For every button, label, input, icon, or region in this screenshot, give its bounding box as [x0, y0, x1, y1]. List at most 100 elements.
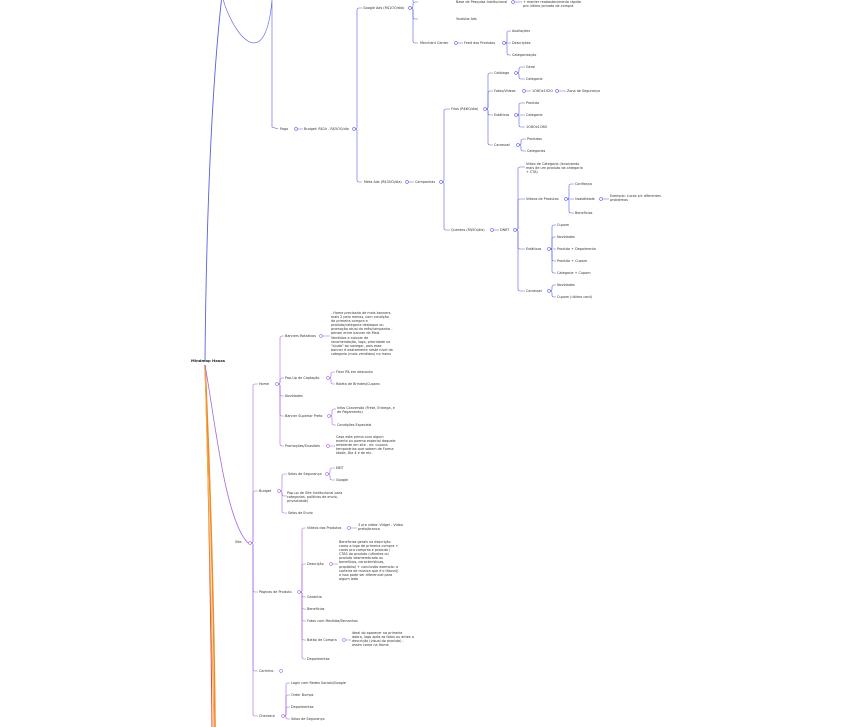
node-google-ads[interactable]: Google Ads (R$1OO/dia) [363, 6, 405, 10]
collapse-toggle-icon[interactable] [326, 444, 330, 448]
collapse-toggle-icon[interactable] [547, 289, 551, 293]
node-estaticos-categoria[interactable]: Categoria [526, 113, 543, 117]
node-promocoes-note[interactable]: Caso esta prima com algum evento ou poem… [336, 435, 396, 456]
node-selos-seguranca[interactable]: Selos de Segurança [288, 472, 322, 476]
collapse-toggle-icon[interactable] [555, 89, 559, 93]
node-quentes[interactable]: Quentes (R$5O/dia) [451, 228, 485, 232]
node-carrinho[interactable]: Carrinho [259, 669, 274, 673]
collapse-toggle-icon[interactable] [329, 562, 333, 566]
collapse-toggle-icon[interactable] [599, 197, 603, 201]
collapse-toggle-icon[interactable] [326, 376, 330, 380]
collapse-toggle-icon[interactable] [352, 127, 356, 131]
node-est2-novidades[interactable]: Novidades [557, 235, 575, 239]
collapse-toggle-icon[interactable] [279, 669, 283, 673]
node-frios[interactable]: Frios (R$6O/dia) [451, 107, 479, 111]
collapse-toggle-icon[interactable] [281, 714, 285, 718]
node-site[interactable]: Site [235, 540, 242, 544]
collapse-toggle-icon[interactable] [319, 334, 323, 338]
node-est2-produto-cupom[interactable]: Produto + Cupom [557, 259, 588, 263]
node-fotos-zona[interactable]: Zona de Segurança [567, 89, 601, 93]
node-car2-cupom[interactable]: Cupom (ultimo card) [557, 295, 593, 299]
node-estaticos[interactable]: Estáticos [494, 113, 510, 117]
collapse-toggle-icon[interactable] [514, 113, 518, 117]
collapse-toggle-icon[interactable] [483, 107, 487, 111]
node-beneficios[interactable]: Benefícios [307, 607, 325, 611]
node-feed-avaliacoes[interactable]: Avaliações [512, 29, 530, 33]
node-selos-envio[interactable]: Selos de Envio [288, 511, 313, 515]
node-depoimentos[interactable]: Depoimentos [307, 657, 330, 661]
node-pago[interactable]: Pago [280, 127, 289, 131]
node-merchant-center[interactable]: Merchant Center [420, 41, 449, 45]
node-base-pesquisa[interactable]: Base de Pesquisa Institucional [456, 0, 508, 4]
node-feed-categorizacao[interactable]: Categorização [512, 53, 537, 57]
node-home[interactable]: Home [259, 382, 270, 386]
node-vp-note[interactable]: Exemplo: Lucas e/c diferentes problemas [610, 194, 661, 203]
node-novidades[interactable]: Novidades [285, 394, 303, 398]
node-base-pesquisa-note[interactable]: + manter reabastecimento rápido pro últi… [523, 0, 581, 9]
collapse-toggle-icon[interactable] [514, 71, 518, 75]
node-banners-note[interactable]: - Home precisaria de mais banners, mais … [331, 311, 393, 356]
node-catalogo[interactable]: Catálogo [494, 71, 510, 75]
node-dnrt[interactable]: DNRT [500, 228, 510, 232]
node-videos-produtos[interactable]: Vídeos de Produtos [526, 197, 559, 201]
node-banner-sup-condicoes[interactable]: Condições Especiais [337, 423, 372, 427]
collapse-toggle-icon[interactable] [454, 41, 458, 45]
node-popup-roleta[interactable]: Roleta de Brindes/Cupons [336, 382, 380, 386]
node-feed-descricoes[interactable]: Descrições [512, 41, 531, 45]
node-selos-google[interactable]: Google [336, 478, 348, 482]
node-popup-captacao[interactable]: Pop-Up de Captação [285, 376, 320, 380]
collapse-toggle-icon[interactable] [327, 414, 331, 418]
node-fotos-size[interactable]: 1O8Ox192O [532, 89, 553, 93]
node-carrossel[interactable]: Carrossel [494, 143, 510, 147]
node-youtube-ads[interactable]: Youtube Ads [456, 17, 477, 21]
node-banner-sup-infos[interactable]: Infos Conversão (Frete, Entrega, e de Pa… [337, 406, 395, 415]
collapse-toggle-icon[interactable] [405, 180, 409, 184]
node-popup-site[interactable]: Pop-up de Site Institucional para catego… [287, 491, 343, 504]
collapse-toggle-icon[interactable] [297, 590, 301, 594]
node-selos-ebit[interactable]: EBIT [336, 466, 344, 470]
collapse-toggle-icon[interactable] [490, 228, 494, 232]
node-paginas-produto[interactable]: Páginas de Produto [259, 590, 292, 594]
node-checkout-depoimentos[interactable]: Depoimentos [291, 705, 314, 709]
collapse-toggle-icon[interactable] [516, 143, 520, 147]
node-carrossel2[interactable]: Carrossel [526, 289, 542, 293]
node-videos-note[interactable]: 3 pra vídeo: Vidgel - Vídeo preto/branco [358, 523, 403, 532]
node-fotos-videos[interactable]: Fotos/Vídeos [494, 89, 516, 93]
node-est2-categoria-cupom[interactable]: Categoria + Cupom [557, 271, 591, 275]
collapse-toggle-icon[interactable] [522, 89, 526, 93]
collapse-toggle-icon[interactable] [325, 472, 329, 476]
node-checkout-orderbumps[interactable]: Order Bumps [291, 693, 314, 697]
node-budget[interactable]: Budget: R$1k - R$5OO/dia [304, 127, 349, 131]
collapse-toggle-icon[interactable] [408, 6, 412, 10]
node-carrossel-categorias[interactable]: Categorias [527, 149, 546, 153]
node-botao-compra[interactable]: Botão de Compra [307, 638, 337, 642]
node-popup-fixar[interactable]: Fixar R$ em desconto [336, 370, 373, 374]
collapse-toggle-icon[interactable] [275, 382, 279, 386]
node-car2-novidades[interactable]: Novidades [557, 283, 575, 287]
collapse-toggle-icon[interactable] [511, 0, 515, 4]
root-node[interactable]: Mindmap Hauss [191, 358, 226, 363]
node-catalogo-categoria[interactable]: Categoria [526, 77, 543, 81]
collapse-toggle-icon[interactable] [277, 489, 281, 493]
collapse-toggle-icon[interactable] [564, 197, 568, 201]
node-vp-confianca[interactable]: Confiança [575, 182, 592, 186]
node-garantia[interactable]: Garantia [307, 595, 322, 599]
collapse-toggle-icon[interactable] [502, 41, 506, 45]
node-checkout[interactable]: Checkout [259, 714, 275, 718]
collapse-toggle-icon[interactable] [513, 228, 517, 232]
collapse-toggle-icon[interactable] [294, 127, 298, 131]
node-estaticos-produto[interactable]: Produto [526, 101, 540, 105]
node-estaticos-size[interactable]: 1O8Ox1O8O [526, 125, 548, 129]
node-vp-usabilidade[interactable]: Usabilidade [575, 197, 595, 201]
node-estaticos2[interactable]: Estáticos [526, 247, 542, 251]
node-checkout-login[interactable]: Login com Redes Sociais/Google [291, 681, 346, 685]
node-catalogo-geral[interactable]: Geral [526, 65, 536, 69]
node-botao-note[interactable]: Ideal do aparecer na primeira dobra, log… [352, 631, 414, 648]
node-meta-ads[interactable]: Meta Ads (R$3OO/dia) [364, 180, 402, 184]
node-banner-superior[interactable]: Banner Superior Preto [285, 414, 323, 418]
node-videos-produtos-site[interactable]: Vídeos dos Produtos [307, 526, 342, 530]
node-feed-produtos[interactable]: Feed dos Produtos [464, 41, 496, 45]
node-vp-beneficios[interactable]: Benefícios [575, 211, 593, 215]
node-fotos-medidas[interactable]: Fotos com Medidas/Tamanhos [307, 619, 358, 623]
node-budget-site[interactable]: Budget [259, 489, 272, 493]
